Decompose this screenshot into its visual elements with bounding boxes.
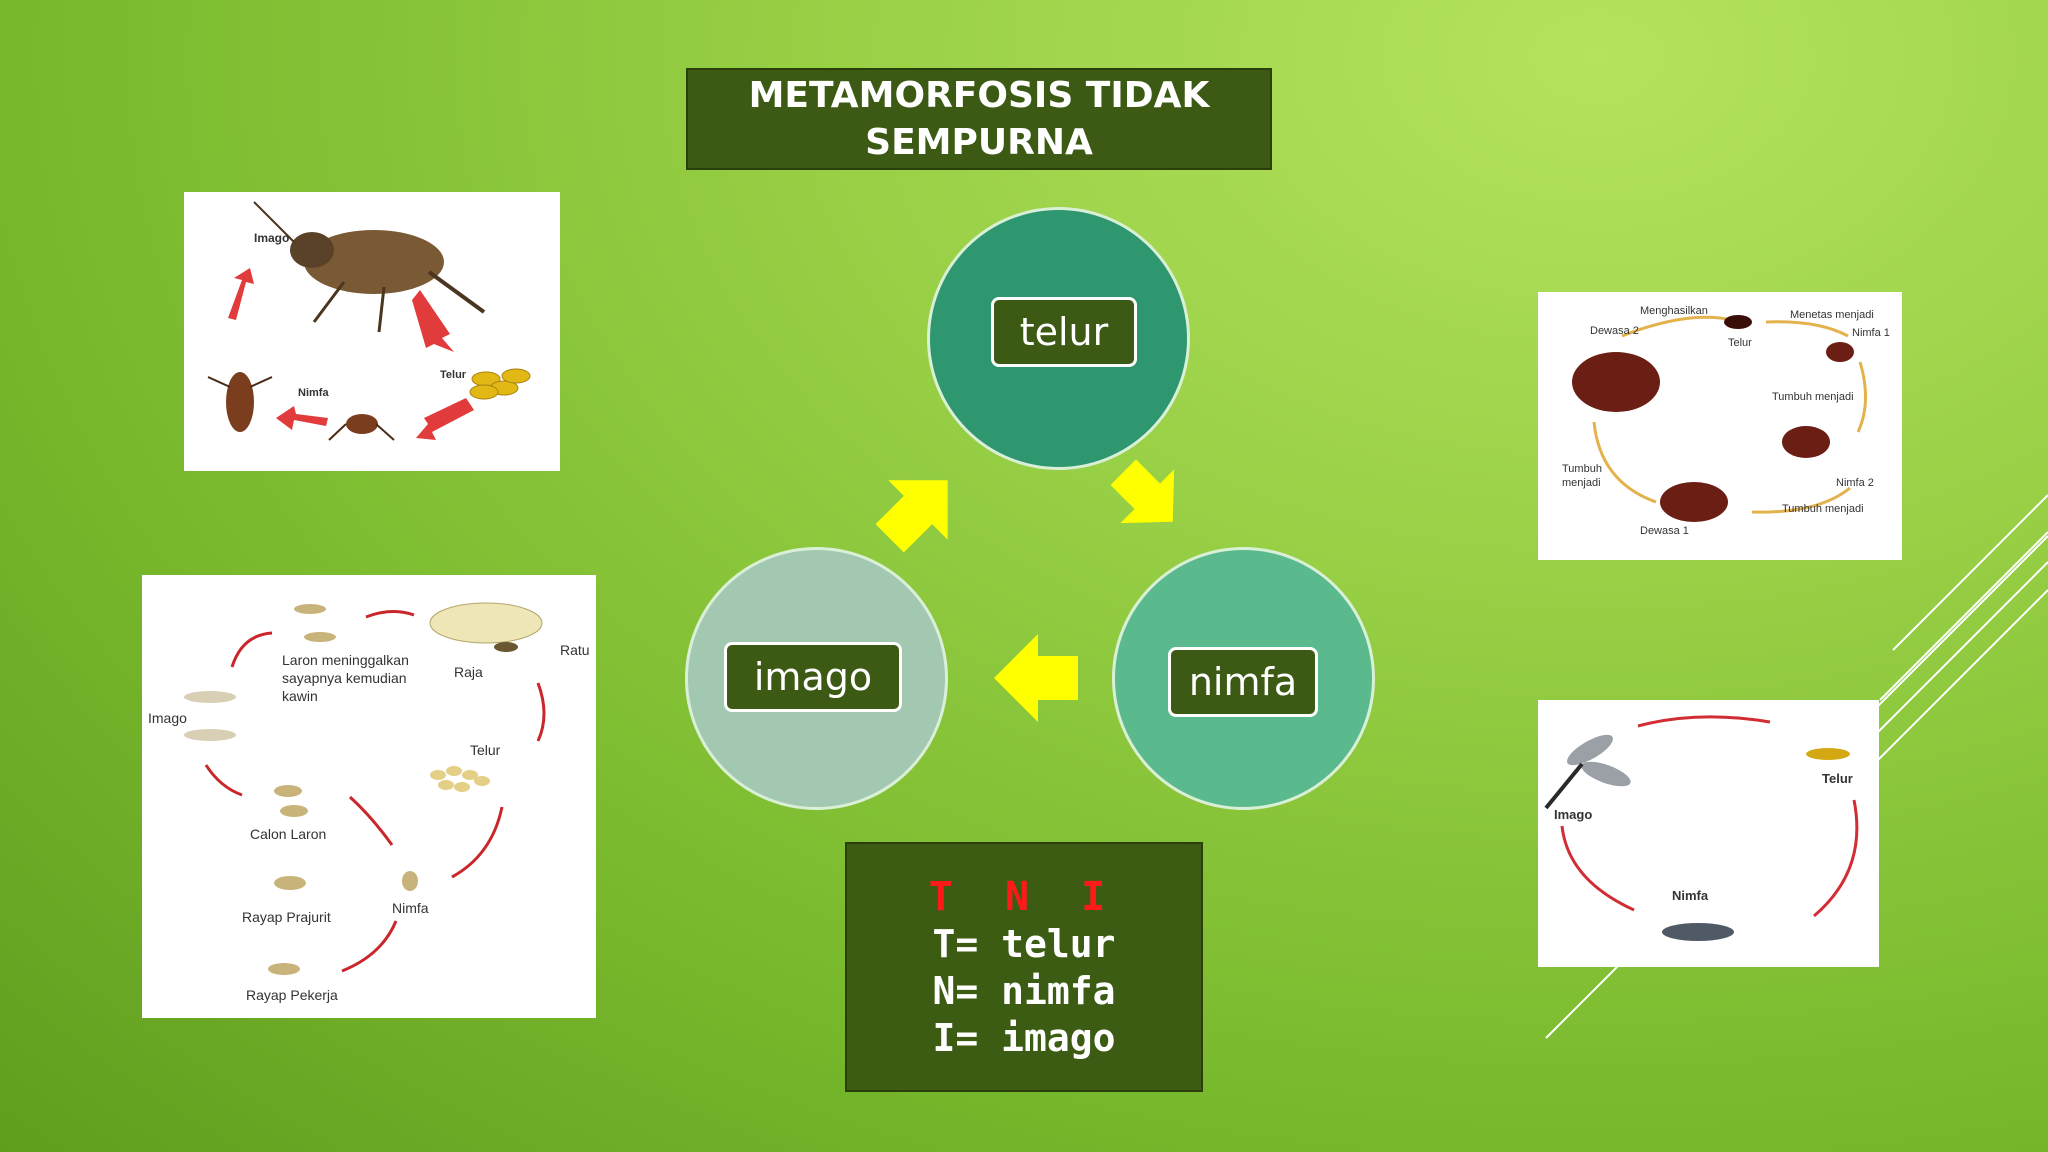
cricket-eggs [469, 368, 531, 400]
cricket-telur-label: Telur [440, 369, 467, 381]
dragonfly-nimfa-label: Nimfa [1672, 888, 1709, 903]
termite-ratu-label: Ratu [560, 642, 590, 658]
termite-nimfa-label: Nimfa [392, 900, 429, 916]
termite-raja-label: Raja [454, 664, 483, 680]
dragonfly-adult [1544, 734, 1631, 810]
cockroach-menjadi-label: menjadi [1562, 477, 1601, 489]
termite-eggs [430, 766, 490, 792]
cockroach-nimfa2-label: Nimfa 2 [1836, 477, 1874, 489]
termite-telur-label: Telur [470, 742, 501, 758]
cockroach-menghasilkan-label: Menghasilkan [1640, 305, 1708, 317]
arrow-telur-to-nimfa [1110, 459, 1175, 524]
termite-laron-label-1: Laron meninggalkan [282, 652, 409, 668]
nimfa-label: nimfa [1168, 647, 1318, 717]
termite-lifecycle-image: Laron meninggalkan sayapnya kemudian kaw… [142, 575, 596, 1018]
cricket-imago-small [207, 372, 273, 432]
cockroach-dewasa1-label: Dewasa 1 [1640, 525, 1689, 537]
cricket-lifecycle-image: Imago Telur Nimfa [184, 192, 560, 471]
cockroach-tumbuh-label: Tumbuh [1562, 463, 1602, 475]
cockroach-dewasa2-label: Dewasa 2 [1590, 325, 1639, 337]
cockroach-cycle-arrows [1592, 315, 1868, 514]
arrow-imago-to-telur [875, 480, 948, 553]
imago-label: imago [724, 642, 902, 712]
dragonfly-egg [1806, 748, 1850, 760]
cockroaches [1572, 315, 1854, 522]
cockroach-menetas-label: Menetas menjadi [1790, 309, 1874, 321]
slide-title: METAMORFOSIS TIDAK SEMPURNA [686, 68, 1272, 170]
termite-rayap-pekerja-label: Rayap Pekerja [246, 987, 338, 1003]
termite-calon-laron-label: Calon Laron [250, 826, 326, 842]
tni-acronym: T N I [928, 873, 1120, 920]
dragonfly-telur-label: Telur [1822, 771, 1853, 786]
arrow-nimfa-to-imago [994, 634, 1078, 722]
termite-laron-label-2: sayapnya kemudian [282, 670, 407, 686]
termite-queen [429, 602, 543, 644]
info-line-telur: T= telur [932, 921, 1116, 966]
cockroach-telur-label: Telur [1728, 337, 1752, 349]
cockroach-lifecycle-image: Menghasilkan Telur Menetas menjadi Nimfa… [1538, 292, 1902, 560]
cricket-nymph [328, 414, 395, 441]
info-line-nimfa: N= nimfa [932, 968, 1116, 1013]
cricket-adult [253, 201, 486, 333]
cricket-imago-label: Imago [254, 231, 289, 245]
cockroach-nimfa1-label: Nimfa 1 [1852, 327, 1890, 339]
dragonfly-imago-label: Imago [1554, 807, 1592, 822]
termite-imago-label: Imago [148, 710, 187, 726]
telur-label: telur [991, 297, 1137, 367]
dragonfly-lifecycle-image: Telur Imago Nimfa [1538, 700, 1879, 967]
info-line-imago: I= imago [932, 1015, 1116, 1060]
termite-rayap-prajurit-label: Rayap Prajurit [242, 909, 331, 925]
tni-info-box: T N I T= telur N= nimfa I= imago [845, 842, 1203, 1092]
cockroach-tumbuh-a-label: Tumbuh menjadi [1772, 391, 1854, 403]
termite-insects [184, 604, 518, 975]
cricket-nimfa-label: Nimfa [298, 387, 329, 399]
cockroach-tumbuh-b-label: Tumbuh menjadi [1782, 503, 1864, 515]
dragonfly-nymph [1662, 923, 1734, 941]
dragonfly-red-arrows [1560, 715, 1859, 918]
termite-laron-label-3: kawin [282, 688, 318, 704]
red-arrows [228, 268, 474, 440]
termite-red-arrows [204, 610, 546, 973]
